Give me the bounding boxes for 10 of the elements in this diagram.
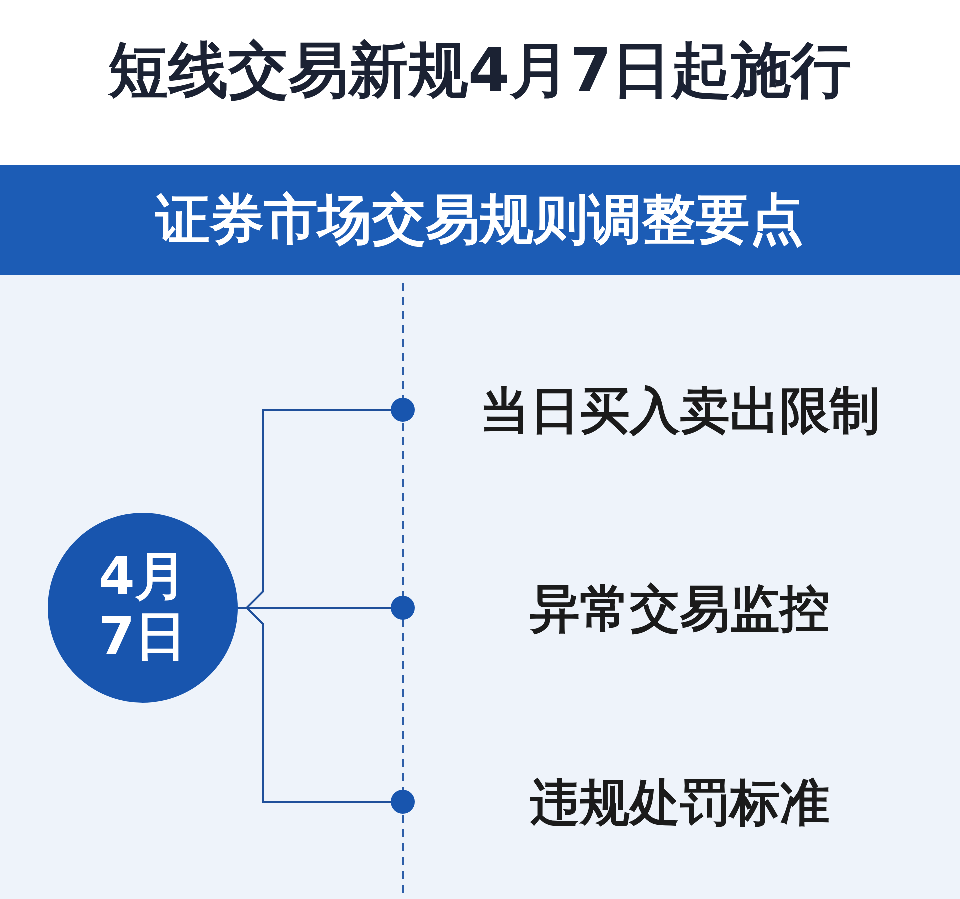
timeline-dot [391, 596, 415, 620]
item-label: 违规处罚标准 [529, 773, 831, 834]
item-label: 当日买入卖出限制 [479, 381, 881, 442]
title: 短线交易新规4月7日起施行 [107, 38, 853, 104]
title-banner [0, 165, 960, 275]
item-label: 异常交易监控 [529, 579, 831, 640]
banner-text: 证券市场交易规则调整要点 [156, 186, 804, 252]
timeline-dot [391, 790, 415, 814]
timeline-dot [391, 398, 415, 422]
date-label: 4月7日 [98, 548, 188, 668]
